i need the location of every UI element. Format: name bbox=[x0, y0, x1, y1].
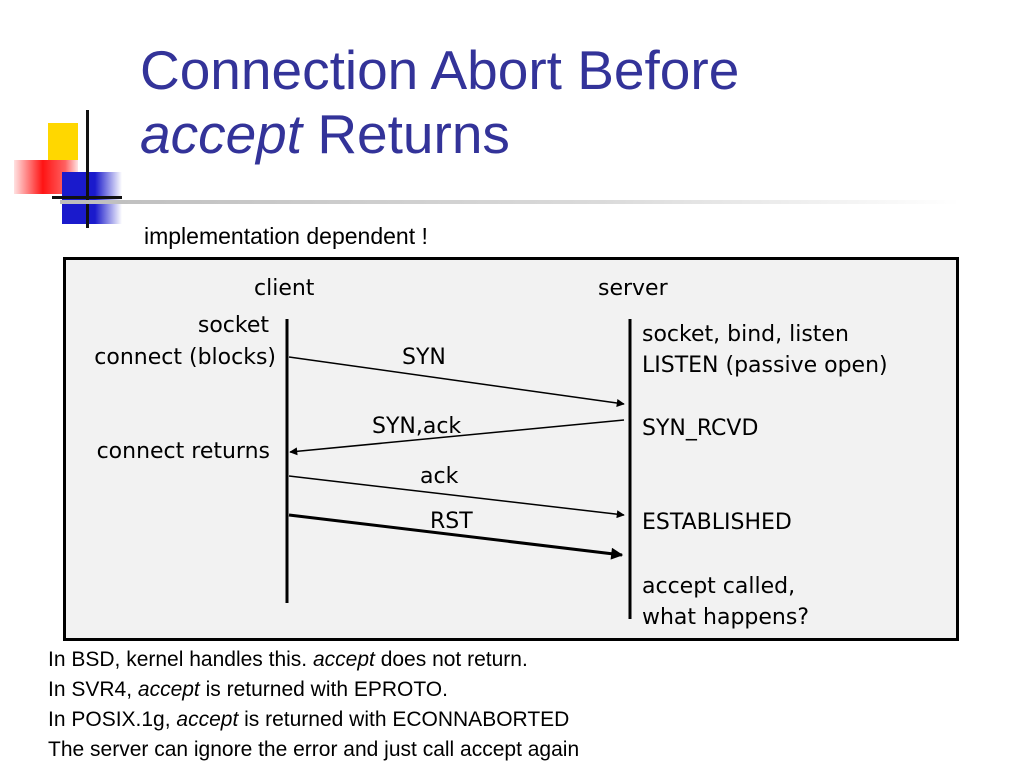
note-posix: In POSIX.1g, accept is returned with ECO… bbox=[48, 705, 579, 735]
note-italic: accept bbox=[137, 678, 200, 701]
rst-label: RST bbox=[430, 509, 473, 534]
synack-label: SYN,ack bbox=[372, 414, 461, 439]
note-text: The server can ignore the error and just… bbox=[48, 738, 580, 761]
server-event-what-happens: what happens? bbox=[642, 605, 809, 630]
ack-label: ack bbox=[420, 464, 459, 489]
client-header: client bbox=[254, 276, 315, 301]
slide-title: Connection Abort Before accept Returns bbox=[140, 38, 739, 166]
rst-arrow bbox=[288, 513, 624, 560]
note-italic: accept bbox=[312, 648, 375, 671]
title-line-2: accept Returns bbox=[140, 102, 739, 166]
client-event-connect-returns: connect returns bbox=[97, 439, 270, 464]
decorative-horizontal-line bbox=[52, 196, 122, 199]
decorative-vertical-line bbox=[86, 110, 89, 228]
server-header: server bbox=[598, 276, 669, 301]
note-svr4: In SVR4, accept is returned with EPROTO. bbox=[48, 675, 579, 705]
note-text: In BSD, kernel handles this. bbox=[48, 648, 313, 671]
ack-arrow bbox=[288, 475, 625, 519]
sequence-diagram: client server socket connect (blocks) co… bbox=[63, 257, 959, 641]
server-event-listen: LISTEN (passive open) bbox=[642, 353, 888, 378]
syn-label: SYN bbox=[402, 345, 446, 370]
title-line-1: Connection Abort Before bbox=[140, 39, 740, 101]
title-returns: Returns bbox=[302, 103, 510, 165]
note-text: does not return. bbox=[374, 648, 528, 671]
decorative-yellow-square bbox=[48, 123, 78, 163]
sequence-diagram-svg: client server socket connect (blocks) co… bbox=[94, 276, 888, 630]
client-event-connect-blocks: connect (blocks) bbox=[94, 345, 276, 370]
notes-list: In BSD, kernel handles this. accept does… bbox=[48, 645, 579, 765]
note-text: is returned with EPROTO. bbox=[199, 678, 448, 701]
server-event-socket-bind-listen: socket, bind, listen bbox=[642, 322, 849, 347]
note-text: is returned with ECONNABORTED bbox=[238, 708, 570, 731]
syn-arrow bbox=[288, 356, 625, 407]
synack-arrow bbox=[289, 419, 625, 456]
note-text: In SVR4, bbox=[48, 678, 138, 701]
server-event-established: ESTABLISHED bbox=[642, 510, 792, 535]
title-accept-italic: accept bbox=[140, 103, 303, 165]
title-underline-rule bbox=[60, 200, 960, 204]
server-event-syn-rcvd: SYN_RCVD bbox=[642, 416, 758, 441]
slide-subtitle: implementation dependent ! bbox=[144, 223, 428, 249]
note-italic: accept bbox=[176, 708, 239, 731]
note-bsd: In BSD, kernel handles this. accept does… bbox=[48, 645, 579, 675]
client-event-socket: socket bbox=[198, 313, 270, 338]
note-server-ignore: The server can ignore the error and just… bbox=[48, 735, 579, 765]
server-event-accept-called: accept called, bbox=[642, 574, 795, 599]
note-text: In POSIX.1g, bbox=[48, 708, 177, 731]
